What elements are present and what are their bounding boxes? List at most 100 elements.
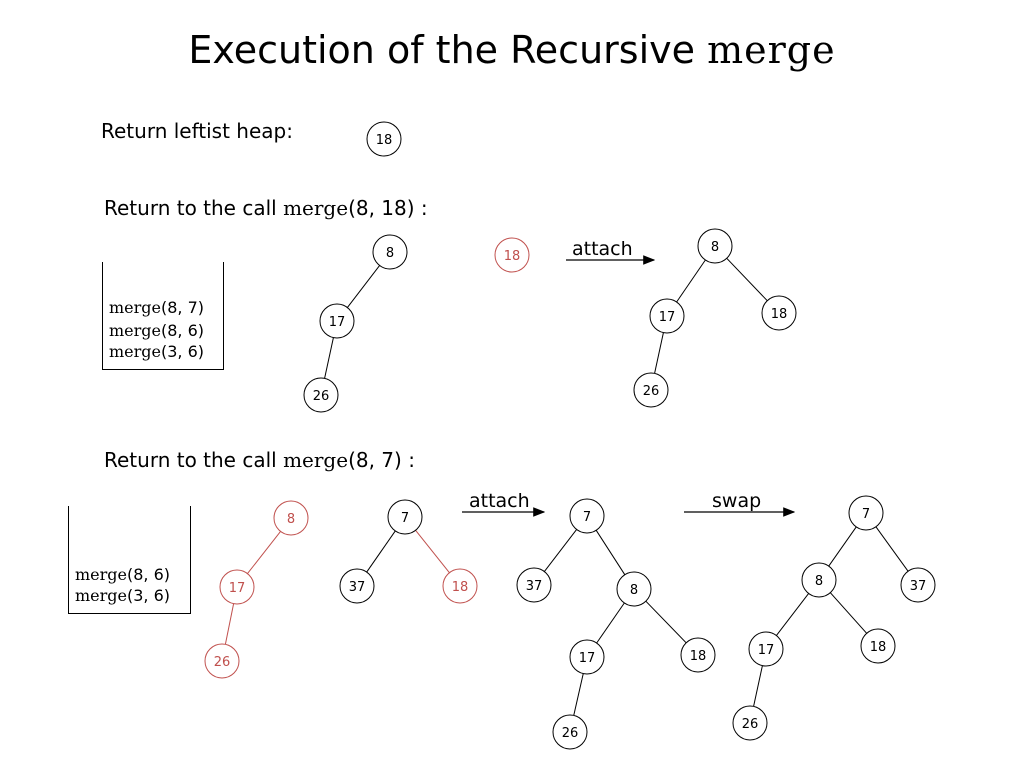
tree-node: 17 [748, 631, 784, 667]
section3-label-args: (8, 7) : [348, 448, 415, 472]
tree-node-label: 17 [579, 651, 596, 666]
tree-node-label: 18 [376, 133, 393, 148]
tree-edge [875, 526, 909, 572]
tree-node-circle [569, 498, 605, 534]
tree-node-label: 18 [452, 580, 469, 595]
tree-node: 7 [848, 495, 884, 531]
tree-s1-result: 18 [366, 121, 402, 157]
tree-node-label: 8 [815, 574, 823, 589]
tree-edge [645, 600, 687, 644]
tree-edge [654, 332, 664, 374]
tree-node-label: 17 [758, 643, 775, 658]
title-code: merge [707, 28, 836, 72]
stack-entry-code: merge [109, 321, 161, 340]
tree-node-circle [649, 298, 685, 334]
tree-node-label: 26 [742, 717, 759, 732]
tree-node-circle [848, 495, 884, 531]
tree-node-circle [900, 567, 936, 603]
stack-entry-args: (8, 7) [161, 298, 205, 317]
tree-edge [829, 592, 868, 634]
tree-node: 18 [494, 237, 530, 273]
tree-node: 17 [569, 639, 605, 675]
stack-entry: merge(8, 6) [109, 321, 204, 340]
tree-node-circle [680, 637, 716, 673]
stack-entry-code: merge [109, 342, 161, 361]
tree-node: 26 [633, 372, 669, 408]
section2-label-prefix: Return to the call [104, 196, 284, 220]
tree-node: 8 [801, 562, 837, 598]
tree-edge [324, 337, 334, 379]
section3-label-prefix: Return to the call [104, 448, 284, 472]
tree-node: 17 [319, 303, 355, 339]
tree-node-label: 37 [526, 579, 543, 594]
stack-entry: merge(3, 6) [75, 586, 170, 605]
tree-node-circle [303, 377, 339, 413]
tree-edge [775, 593, 810, 636]
tree-node-label: 18 [870, 640, 887, 655]
tree-node-circle [569, 639, 605, 675]
tree-node-circle [552, 714, 588, 750]
section2-call-stack: merge(8, 7) merge(8, 6) merge(3, 6) [102, 262, 224, 370]
stack-entry-args: (3, 6) [127, 586, 171, 605]
tree-node-circle [697, 228, 733, 264]
page-title: Execution of the Recursive merge [0, 28, 1024, 72]
tree-node: 18 [442, 568, 478, 604]
tree-node-label: 37 [910, 579, 927, 594]
tree-node-label: 18 [690, 649, 707, 664]
tree-s3-swapped: 7 8 37 17 18 26 [732, 495, 936, 741]
tree-s3-red: 8 17 26 [204, 500, 309, 679]
section1-label: Return leftist heap: [101, 119, 293, 143]
tree-s2-result: 8 17 18 26 [633, 228, 797, 408]
section2-label-code: merge [283, 196, 349, 220]
tree-edge [596, 602, 625, 644]
tree-node-label: 26 [643, 384, 660, 399]
tree-node-circle [372, 234, 408, 270]
tree-edge [828, 526, 857, 567]
tree-node-label: 7 [401, 511, 409, 526]
tree-node: 17 [219, 569, 255, 605]
stack-entry-args: (8, 6) [161, 321, 205, 340]
tree-node: 8 [616, 571, 652, 607]
tree-node-circle [616, 571, 652, 607]
tree-node: 17 [649, 298, 685, 334]
tree-node: 8 [697, 228, 733, 264]
stack-entry-args: (8, 6) [127, 565, 171, 584]
tree-node-circle [366, 121, 402, 157]
tree-edge [224, 603, 235, 645]
tree-node: 8 [273, 500, 309, 536]
tree-node: 26 [204, 643, 240, 679]
section1-label-text: Return leftist heap: [101, 119, 293, 143]
tree-node: 26 [732, 705, 768, 741]
section3-call-stack: merge(8, 6) merge(3, 6) [68, 506, 191, 614]
tree-edge [676, 259, 706, 303]
section3-label-code: merge [283, 448, 349, 472]
tree-node-label: 7 [862, 507, 870, 522]
tree-node-label: 8 [287, 512, 295, 527]
tree-node-label: 26 [313, 389, 330, 404]
tree-edge [595, 530, 626, 575]
tree-node-label: 26 [562, 726, 579, 741]
tree-node: 37 [516, 567, 552, 603]
tree-node: 18 [761, 295, 797, 331]
tree-node-circle [732, 705, 768, 741]
tree-node-circle [387, 499, 423, 535]
tree-node-label: 26 [214, 655, 231, 670]
tree-node-label: 37 [349, 580, 366, 595]
tree-node-circle [748, 631, 784, 667]
tree-node-circle [319, 303, 355, 339]
tree-node: 18 [860, 628, 896, 664]
stack-entry: merge(3, 6) [109, 342, 204, 361]
attach-label: attach [572, 238, 633, 260]
tree-node-circle [801, 562, 837, 598]
tree-node-circle [494, 237, 530, 273]
tree-node: 7 [387, 499, 423, 535]
tree-edge [543, 529, 578, 572]
tree-edge [753, 665, 763, 707]
stack-entry: merge(8, 6) [75, 565, 170, 584]
attach-label: attach [469, 490, 530, 512]
tree-node-circle [761, 295, 797, 331]
tree-node: 37 [900, 567, 936, 603]
